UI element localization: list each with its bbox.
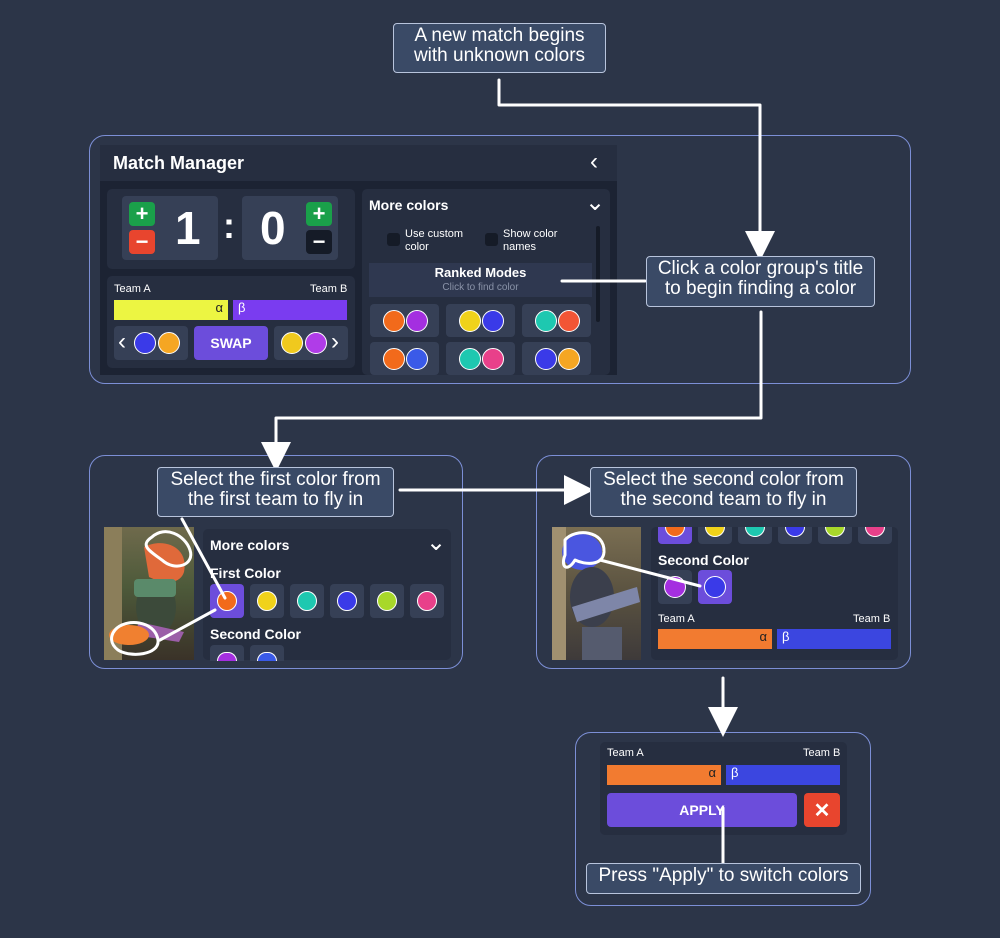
first-second-color-heading: Second Color xyxy=(210,626,302,642)
show-color-names-label: Show color names xyxy=(503,228,558,253)
apply-team-b-bar: β xyxy=(726,765,840,785)
match-manager-frame xyxy=(89,135,911,384)
second-color-swatch xyxy=(704,576,726,598)
chevron-down-icon[interactable]: ⌄ xyxy=(585,189,606,216)
match-manager-header: Match Manager ‹ xyxy=(100,145,617,181)
first-color-swatch xyxy=(217,591,237,611)
team-b-label: Team B xyxy=(310,283,348,295)
color-pair-swatch xyxy=(558,348,580,370)
team-b-symbol: β xyxy=(238,300,246,315)
apply-team-a-label: Team A xyxy=(607,747,644,759)
first-color-swatch xyxy=(377,591,397,611)
callout-click-group: Click a color group's title to begin fin… xyxy=(646,256,875,307)
match-manager-title: Match Manager xyxy=(113,153,245,173)
ranked-modes-title: Ranked Modes xyxy=(434,265,527,280)
callout-press-apply: Press "Apply" to switch colors xyxy=(586,863,861,894)
second-team-b-label: Team B xyxy=(853,613,891,625)
next-pair-color-2 xyxy=(305,332,327,354)
color-pair-swatch xyxy=(459,348,481,370)
line-first-photo xyxy=(158,608,217,642)
line-first-swatch xyxy=(180,517,227,600)
color-pair-swatch xyxy=(459,310,481,332)
team-a-color-bar: α xyxy=(114,300,228,320)
use-custom-color-checkbox[interactable] xyxy=(387,233,400,246)
first-color-heading: First Color xyxy=(210,565,281,581)
apply-button[interactable]: APPLY xyxy=(607,793,797,827)
callout-new-match: A new match begins with unknown colors xyxy=(393,23,606,73)
color-pair-swatch xyxy=(383,310,405,332)
squid-character-image-2 xyxy=(552,527,640,660)
first-color-swatch xyxy=(417,591,437,611)
color-pair-swatch xyxy=(406,348,428,370)
color-pair-swatch xyxy=(383,348,405,370)
arrow-new-match xyxy=(497,78,775,261)
team-a-label: Team A xyxy=(114,283,151,295)
color-pair-swatch xyxy=(482,348,504,370)
line-second-photo xyxy=(598,558,702,588)
show-color-names-checkbox[interactable] xyxy=(485,233,498,246)
second-color-frame xyxy=(536,455,911,669)
chevron-left-icon[interactable]: ‹ xyxy=(118,328,126,355)
callout-second-color: Select the second color from the second … xyxy=(590,467,857,517)
apply-team-a-symbol: α xyxy=(708,765,716,780)
highlight-orange-ink xyxy=(110,621,160,656)
apply-team-b-symbol: β xyxy=(731,765,739,780)
more-colors-title[interactable]: More colors xyxy=(369,197,449,213)
first-color-panel xyxy=(203,529,451,660)
score-a-plus-button[interactable]: + xyxy=(129,201,155,226)
highlight-blue-helmet xyxy=(561,531,606,569)
ranked-modes-group[interactable]: Ranked Modes Click to find color xyxy=(369,263,592,297)
team-b-color-bar: β xyxy=(233,300,347,320)
first-color-swatch xyxy=(257,591,277,611)
score-b-value: 0 xyxy=(260,202,286,254)
second-team-b-bar: β xyxy=(777,629,891,649)
prev-pair-color-2 xyxy=(158,332,180,354)
color-pair-swatch xyxy=(406,310,428,332)
use-custom-color-label: Use custom color xyxy=(405,228,464,253)
second-team-b-symbol: β xyxy=(782,629,790,644)
chevron-right-icon[interactable]: › xyxy=(331,328,339,355)
score-b-minus-button[interactable]: − xyxy=(306,229,332,254)
score-a-minus-button[interactable]: − xyxy=(129,229,155,254)
collapse-icon[interactable]: ‹ xyxy=(590,148,598,175)
second-team-a-label: Team A xyxy=(658,613,695,625)
score-a-value: 1 xyxy=(175,202,201,254)
next-pair-color-1 xyxy=(281,332,303,354)
score-b-plus-button[interactable]: + xyxy=(306,201,332,226)
color-pair-swatch xyxy=(558,310,580,332)
score-separator: : xyxy=(223,205,235,246)
prev-pair-color-1 xyxy=(134,332,156,354)
cancel-button[interactable]: ✕ xyxy=(804,793,840,827)
gameplay-photo-2 xyxy=(552,527,641,660)
team-a-symbol: α xyxy=(215,300,223,315)
ranked-modes-hint: Click to find color xyxy=(442,282,519,293)
second-color-heading: Second Color xyxy=(658,552,750,568)
color-pair-swatch xyxy=(535,310,557,332)
second-team-a-bar: α xyxy=(658,629,772,649)
highlight-squid-head xyxy=(144,530,193,568)
color-pair-swatch xyxy=(482,310,504,332)
callout-first-color: Select the first color from the first te… xyxy=(157,467,394,517)
swap-button[interactable]: SWAP xyxy=(194,326,268,360)
apply-team-b-label: Team B xyxy=(803,747,841,759)
scrollbar[interactable] xyxy=(596,226,600,322)
arrow-click-group xyxy=(261,310,763,472)
second-team-a-symbol: α xyxy=(759,629,767,644)
first-chevron-down-icon[interactable]: ⌄ xyxy=(426,529,447,556)
first-color-swatch xyxy=(337,591,357,611)
apply-team-a-bar: α xyxy=(607,765,721,785)
first-more-colors-title[interactable]: More colors xyxy=(210,537,290,553)
first-color-swatch xyxy=(297,591,317,611)
color-pair-swatch xyxy=(535,348,557,370)
